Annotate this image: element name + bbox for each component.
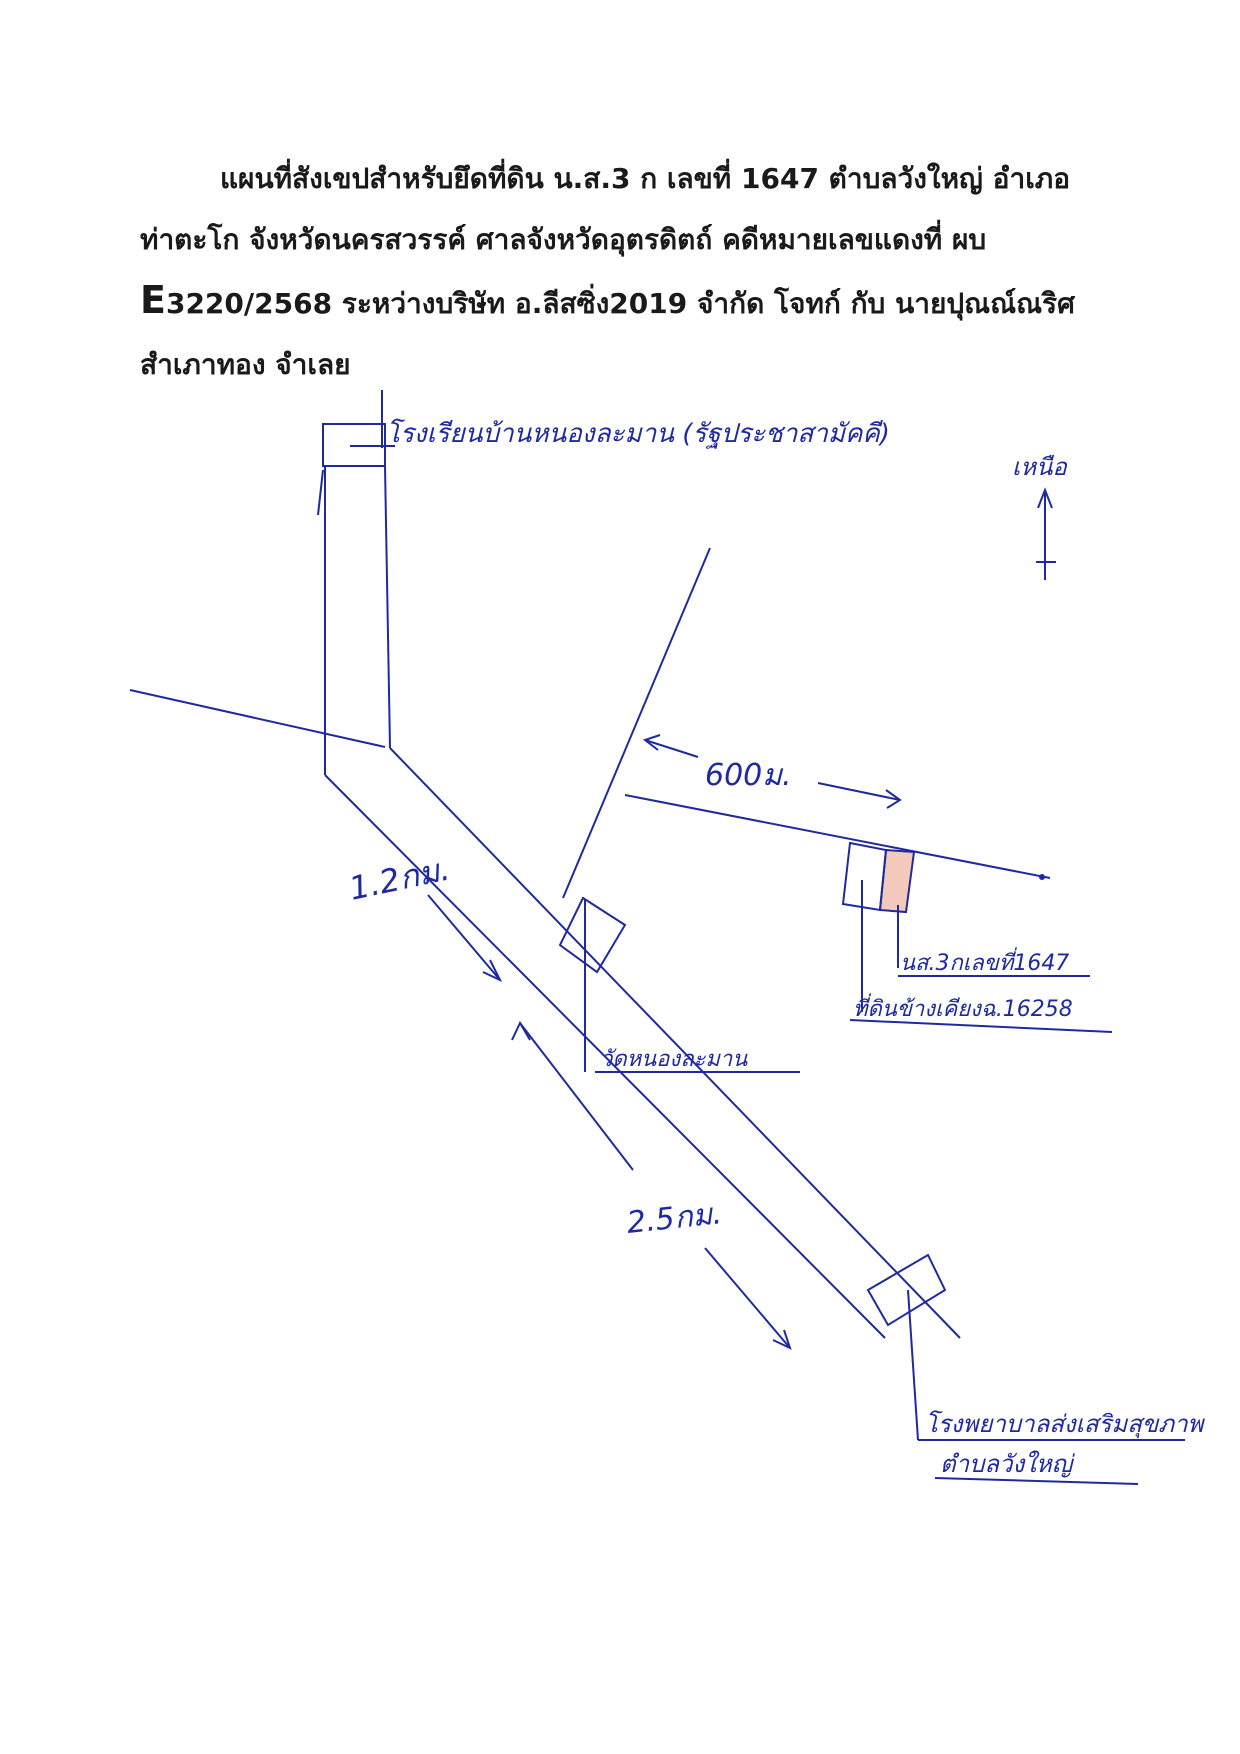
header-line-2: ท่าตะโก จังหวัดนครสวรรค์ ศาลจังหวัดอุตรด… <box>140 223 987 256</box>
header-case-number: 3220/2568 ระหว่างบริษัท อ.ลีสซิ่ง2019 จำ… <box>165 287 1075 320</box>
adjacent-parcel <box>841 841 888 912</box>
header-line-3: E3220/2568 ระหว่างบริษัท อ.ลีสซิ่ง2019 จ… <box>140 270 1120 334</box>
road-end-dot <box>1039 874 1045 880</box>
distance-600-arrow-left <box>644 739 699 758</box>
distance-1-2-arrow <box>427 894 501 981</box>
road-upward-arrow <box>317 469 324 516</box>
main-road-right-edge <box>389 747 961 1339</box>
west-road <box>129 689 386 748</box>
road-right-edge <box>384 465 391 749</box>
distance-2-5-label: 2.5กม. <box>625 1196 723 1241</box>
distance-1-2-arrowhead <box>482 959 503 983</box>
header-line-1: แผนที่สังเขปสำหรับยึดที่ดิน น.ส.3 ก เลขท… <box>220 162 1071 195</box>
parcel-label-2: ที่ดินข้างเคียงฉ.16258 <box>853 993 1073 1022</box>
header-line-4: สำเภาทอง จำเลย <box>140 348 351 381</box>
distance-2-5-arrow-bottom <box>704 1247 791 1349</box>
temple-label: วัดหนองละมาน <box>600 1047 748 1072</box>
distance-600-label: 600ม. <box>705 758 792 793</box>
north-label: เหนือ <box>1012 453 1068 481</box>
distance-1-2-label: 1.2กม. <box>346 850 453 908</box>
branch-road <box>562 547 711 899</box>
temple-marker <box>558 896 627 974</box>
distance-2-5-arrow-top <box>519 1022 634 1171</box>
hospital-underline-2 <box>934 1477 1139 1485</box>
distance-2-5-arrowhead-bottom <box>772 1329 792 1350</box>
distance-600-arrow-right <box>817 782 901 801</box>
north-arrowhead <box>1037 487 1053 509</box>
distance-600-arrowhead-right <box>885 789 902 809</box>
hospital-label-1: โรงพยาบาลส่งเสริมสุขภาพ <box>925 1410 1206 1439</box>
parcel-underline-2 <box>849 1019 1113 1033</box>
hospital-marker <box>866 1253 947 1327</box>
school-label: โรงเรียนบ้านหนองละมาน (รัฐประชาสามัคคี) <box>386 418 890 449</box>
document-header: แผนที่สังเขปสำหรับยึดที่ดิน น.ส.3 ก เลขท… <box>140 148 1120 395</box>
hospital-label-2: ตำบลวังใหญ่ <box>940 1450 1075 1478</box>
hospital-leader <box>907 1289 919 1441</box>
header-case-letter: E <box>140 278 166 322</box>
distance-2-5-arrowhead-top <box>511 1020 531 1041</box>
distance-600-arrowhead-left <box>642 734 661 751</box>
parcel-road <box>624 794 1051 879</box>
parcel-label-1: นส.3กเลขที่1647 <box>900 947 1069 976</box>
main-road-left-edge <box>324 774 886 1339</box>
